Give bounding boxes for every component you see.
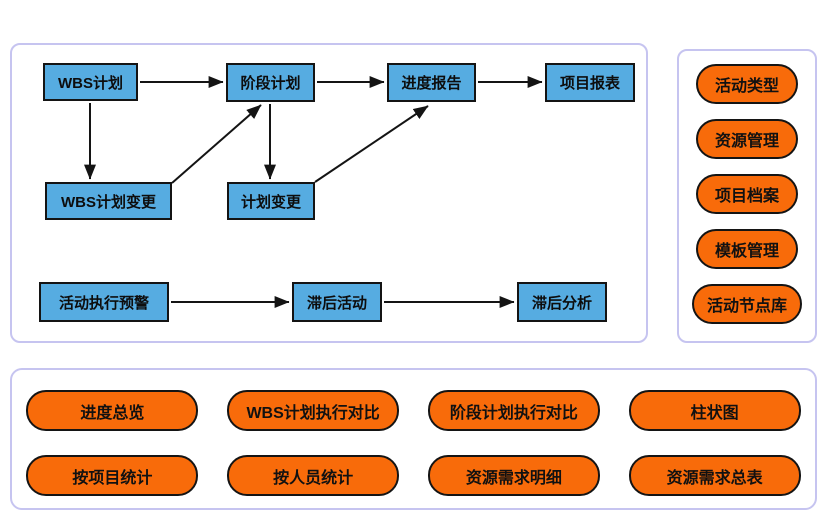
pill-resource-demand-summary[interactable]: 资源需求总表 <box>628 455 801 496</box>
reports-panel: 进度总览 WBS计划执行对比 阶段计划执行对比 柱状图 按项目统计 按人员统计 … <box>10 368 817 510</box>
pill-progress-overview[interactable]: 进度总览 <box>26 390 199 431</box>
pill-bar-chart[interactable]: 柱状图 <box>628 390 801 431</box>
flow-node-wbs-plan-change[interactable]: WBS计划变更 <box>45 182 172 220</box>
pill-wbs-plan-exec-compare[interactable]: WBS计划执行对比 <box>227 390 400 431</box>
flow-node-wbs-plan[interactable]: WBS计划 <box>43 63 138 101</box>
flow-node-lag-analysis[interactable]: 滞后分析 <box>517 282 607 322</box>
flow-node-progress-report[interactable]: 进度报告 <box>387 63 476 102</box>
flow-node-lag-activity[interactable]: 滞后活动 <box>292 282 382 322</box>
pill-template-mgmt[interactable]: 模板管理 <box>696 229 798 269</box>
pill-resource-demand-detail[interactable]: 资源需求明细 <box>427 455 600 496</box>
management-panel: 活动类型 资源管理 项目档案 模板管理 活动节点库 <box>677 49 817 343</box>
pill-stats-by-person[interactable]: 按人员统计 <box>227 455 400 496</box>
pill-stats-by-project[interactable]: 按项目统计 <box>26 455 199 496</box>
flow-node-activity-warning[interactable]: 活动执行预警 <box>39 282 169 322</box>
flow-node-plan-change[interactable]: 计划变更 <box>227 182 315 220</box>
pill-resource-mgmt[interactable]: 资源管理 <box>696 119 798 159</box>
flow-node-project-report[interactable]: 项目报表 <box>545 63 635 102</box>
pill-project-archive[interactable]: 项目档案 <box>696 174 798 214</box>
pill-activity-type[interactable]: 活动类型 <box>696 64 798 104</box>
pill-activity-node-lib[interactable]: 活动节点库 <box>691 284 802 324</box>
flow-node-stage-plan[interactable]: 阶段计划 <box>226 63 315 102</box>
pill-stage-plan-exec-compare[interactable]: 阶段计划执行对比 <box>427 390 600 431</box>
